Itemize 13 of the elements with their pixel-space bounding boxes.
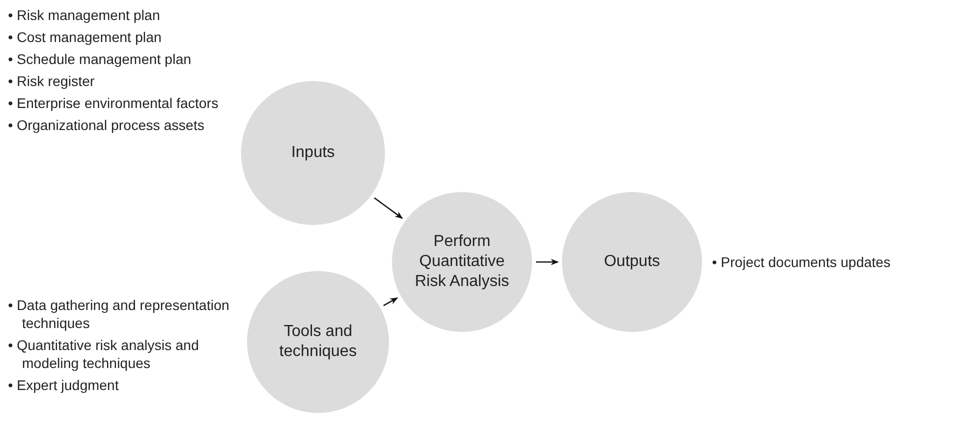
bullet-item: • Schedule management plan: [8, 50, 192, 68]
bullet-item: • Cost management plan: [8, 28, 163, 46]
bullet-item: • Risk management plan: [8, 6, 161, 24]
bullet-item: • Enterprise environmental factors: [8, 94, 220, 112]
bullet-item: • Organizational process assets: [8, 116, 206, 134]
bullet-item: • Project documents updates: [712, 253, 892, 271]
arrow: [536, 258, 559, 266]
bullet-item: • Expert judgment: [8, 376, 120, 394]
arrow: [383, 297, 398, 306]
arrow: [374, 197, 403, 219]
bullet-item: • Quantitative risk analysis and modeling techniques: [8, 336, 200, 372]
bullet-item: • Risk register: [8, 72, 96, 90]
bullet-item: • Data gathering and representation techniques: [8, 296, 230, 332]
